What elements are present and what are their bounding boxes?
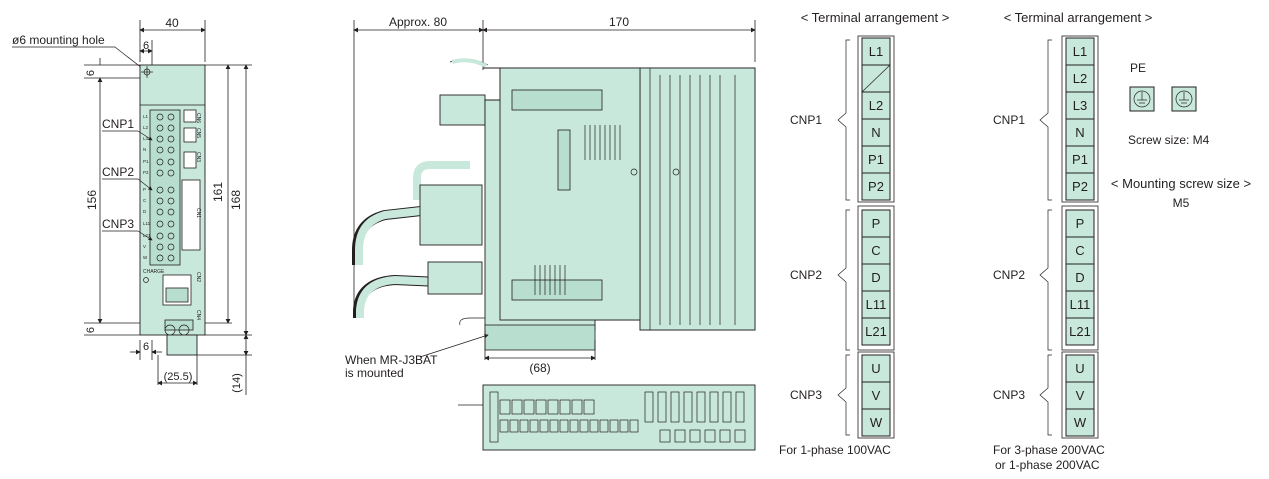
terminal-3p-cnp1-1: L2 [1073,71,1087,86]
terminal-3p-cnp2-1: C [1075,243,1084,258]
dim-width: 40 [165,16,179,30]
terminal-1p-cnp2-1: C [871,243,880,258]
terminal-3p-cnp2-2: D [1075,270,1084,285]
battery-note-line1: When MR-J3BAT [345,353,438,367]
terminal-1p-cnp2-3: L11 [866,297,887,312]
svg-text:L11: L11 [143,221,151,226]
group-label-cnp1-1phase: CNP1 [790,113,822,127]
terminal-1p-cnp3-0: U [871,361,880,376]
svg-text:D: D [143,209,147,214]
panel-label-cn3: CN3 [195,152,201,162]
group-label-cnp2-1phase: CNP2 [790,268,822,282]
terminal-3p-cnp2-0: P [1076,216,1085,231]
mounting-hole-label: ø6 mounting hole [12,33,105,47]
terminal-heading-1phase: < Terminal arrangement > [801,10,950,25]
terminal-3p-cnp1-3: N [1075,125,1084,140]
svg-text:L2: L2 [143,125,149,130]
svg-text:P1: P1 [143,159,149,164]
dim-bottom-left-6: 6 [143,341,149,353]
charge-label: CHARGE [143,269,165,275]
svg-text:N: N [143,147,146,152]
terminal-3p-cnp1-5: P2 [1072,179,1088,194]
dim-approx-80: Approx. 80 [389,15,447,29]
terminal-3p-cnp1-4: P1 [1072,152,1088,167]
svg-text:C: C [143,198,147,203]
dim-170: 170 [609,15,629,29]
dim-mount-left: 6 [143,40,149,52]
terminal-1p-cnp1-5: P2 [868,179,884,194]
svg-text:L1: L1 [143,114,149,119]
terminal-3p-cnp3-0: U [1075,361,1084,376]
battery-note-line2: is mounted [345,366,404,380]
dim-25-5: (25.5) [164,371,193,383]
svg-text:W: W [143,255,148,260]
terminal-heading-3phase: < Terminal arrangement > [1004,10,1153,25]
dim-bottom-6: 6 [85,327,97,333]
footer-3phase-line1: For 3-phase 200VAC [993,443,1105,457]
cnp2-label: CNP2 [102,165,134,179]
terminal-3p-cnp1-0: L1 [1073,44,1087,59]
panel-label-cn4: CN4 [195,310,201,320]
group-label-cnp3-3phase: CNP3 [993,388,1025,402]
terminal-1p-cnp1-2: L2 [869,98,883,113]
mounting-screw-heading: < Mounting screw size > [1111,176,1251,191]
panel-label-cn5: CN5 [195,128,201,138]
terminal-1p-cnp2-2: D [871,270,880,285]
terminal-3p-cnp3-1: V [1076,388,1085,403]
footer-1phase: For 1-phase 100VAC [779,443,891,457]
terminal-1p-cnp1-4: P1 [868,152,884,167]
svg-text:P: P [143,187,146,192]
panel-label-cn2: CN2 [195,272,201,282]
terminal-1p-cnp1-0: L1 [869,44,883,59]
side-view: Approx. 80 170 [345,15,756,451]
group-label-cnp2-3phase: CNP2 [993,268,1025,282]
dim-68: (68) [529,361,550,375]
terminal-3p-cnp2-4: L21 [1069,324,1091,339]
ground-icon [1129,86,1155,112]
group-label-cnp3-1phase: CNP3 [790,388,822,402]
svg-text:V: V [143,244,146,249]
svg-text:L3: L3 [143,136,149,141]
ground-icon [1171,86,1197,112]
group-label-cnp1-3phase: CNP1 [993,113,1025,127]
terminal-1p-cnp3-1: V [872,388,881,403]
terminal-1p-cnp2-4: L21 [865,324,887,339]
dim-14: (14) [231,373,243,393]
footer-3phase-line2: or 1-phase 200VAC [995,458,1100,472]
dim-156: 156 [85,190,99,210]
dim-top-6: 6 [85,70,97,76]
pe-label: PE [1130,61,1146,75]
terminal-3p-cnp1-2: L3 [1073,98,1087,113]
svg-text:L21: L21 [143,233,151,238]
svg-text:P2: P2 [143,170,149,175]
terminal-3p-cnp3-2: W [1074,415,1087,430]
terminal-arrangement-3phase: < Terminal arrangement > CNP1 CNP2 CNP3 … [993,10,1251,472]
mounting-screw-value: M5 [1173,196,1190,210]
bottom-view [482,384,756,451]
screw-size-label: Screw size: M4 [1128,133,1210,147]
cnp3-label: CNP3 [102,217,134,231]
front-view: 40 ø6 mounting hole 6 6 156 6 161 168 [12,16,252,395]
dim-168: 168 [229,190,243,210]
panel-label-cn6: CN6 [195,113,201,123]
terminal-arrangement-1phase: < Terminal arrangement > CNP1 CNP2 CNP3 … [779,10,949,457]
panel-label-cn1: CN1 [195,208,201,218]
cnp1-label: CNP1 [102,117,134,131]
terminal-3p-cnp2-3: L11 [1070,297,1091,312]
terminal-1p-cnp2-0: P [872,216,881,231]
dim-161: 161 [211,182,225,202]
terminal-1p-cnp3-2: W [870,415,883,430]
terminal-1p-cnp1-3: N [871,125,880,140]
